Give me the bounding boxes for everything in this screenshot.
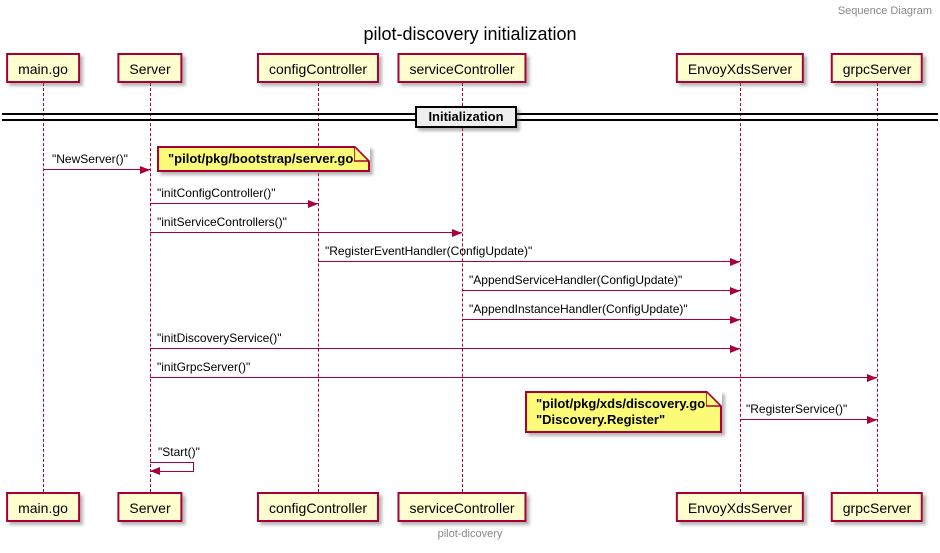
message-label-init-discovery-service: "initDiscoveryService()" — [157, 331, 282, 345]
arrowhead-icon — [730, 316, 740, 324]
lifeline-server — [150, 83, 151, 492]
note-fold-icon — [354, 146, 371, 162]
participant-main-go-bottom: main.go — [6, 492, 80, 522]
message-arrow-append-service-handler — [462, 287, 740, 295]
message-label-init-service-controllers: "initServiceControllers()" — [157, 215, 287, 229]
participant-envoy-xds-server-bottom: EnvoyXdsServer — [675, 492, 805, 522]
message-arrow-init-service-controllers — [150, 229, 462, 237]
message-arrow-init-grpc-server — [150, 374, 877, 382]
participant-service-controller-top: serviceController — [397, 53, 527, 83]
note-line: "pilot/pkg/xds/discovery.go" — [536, 396, 712, 411]
lifeline-service-controller — [462, 83, 463, 492]
arrowhead-icon — [452, 229, 462, 237]
message-arrow-append-instance-handler — [462, 316, 740, 324]
arrowhead-icon — [730, 287, 740, 295]
diagram-header-label: Sequence Diagram — [837, 5, 932, 17]
lifeline-envoy-xds-server — [740, 83, 741, 492]
diagram-footer-label: pilot-dicovery — [437, 528, 503, 540]
message-arrow-init-config-controller — [150, 200, 318, 208]
divider-initialization: Initialization — [415, 106, 517, 128]
participant-config-controller-bottom: configController — [256, 492, 380, 522]
message-label-newserver: "NewServer()" — [52, 152, 128, 166]
message-label-start: "Start()" — [158, 445, 200, 459]
participant-service-controller-bottom: serviceController — [397, 492, 527, 522]
lifeline-main-go — [43, 83, 44, 492]
message-arrow-register-service — [740, 416, 877, 424]
note-bootstrap-server: "pilot/pkg/bootstrap/server.go" — [157, 146, 371, 172]
arrowhead-icon — [140, 166, 150, 174]
lifeline-grpc-server — [877, 83, 878, 492]
message-label-append-instance-handler: "AppendInstanceHandler(ConfigUpdate)" — [469, 302, 688, 316]
message-arrow-register-event-handler — [318, 258, 740, 266]
message-label-register-event-handler: "RegisterEventHandler(ConfigUpdate)" — [325, 244, 533, 258]
diagram-title: pilot-discovery initialization — [363, 24, 577, 44]
note-fold-icon — [706, 391, 723, 407]
note-line: "pilot/pkg/bootstrap/server.go" — [168, 151, 360, 166]
arrowhead-icon — [150, 467, 160, 475]
arrowhead-icon — [730, 258, 740, 266]
message-label-init-config-controller: "initConfigController()" — [157, 186, 276, 200]
participant-grpc-server-bottom: grpcServer — [830, 492, 924, 522]
message-label-append-service-handler: "AppendServiceHandler(ConfigUpdate)" — [469, 273, 683, 287]
participant-grpc-server-top: grpcServer — [830, 53, 924, 83]
message-self-arrow-start — [150, 462, 194, 472]
lifeline-config-controller — [318, 83, 319, 492]
message-arrow-init-discovery-service — [150, 345, 740, 353]
arrowhead-icon — [308, 200, 318, 208]
participant-server-top: Server — [117, 53, 183, 83]
message-label-register-service: "RegisterService()" — [746, 402, 848, 416]
note-xds-discovery: "pilot/pkg/xds/discovery.go" "Discovery.… — [525, 391, 723, 433]
participant-config-controller-top: configController — [256, 53, 380, 83]
participant-envoy-xds-server-top: EnvoyXdsServer — [675, 53, 805, 83]
arrowhead-icon — [730, 345, 740, 353]
participant-main-go-top: main.go — [6, 53, 80, 83]
arrowhead-icon — [867, 374, 877, 382]
note-line: "Discovery.Register" — [536, 412, 666, 427]
message-arrow-newserver — [43, 166, 150, 174]
message-label-init-grpc-server: "initGrpcServer()" — [157, 360, 251, 374]
arrowhead-icon — [867, 416, 877, 424]
participant-server-bottom: Server — [117, 492, 183, 522]
